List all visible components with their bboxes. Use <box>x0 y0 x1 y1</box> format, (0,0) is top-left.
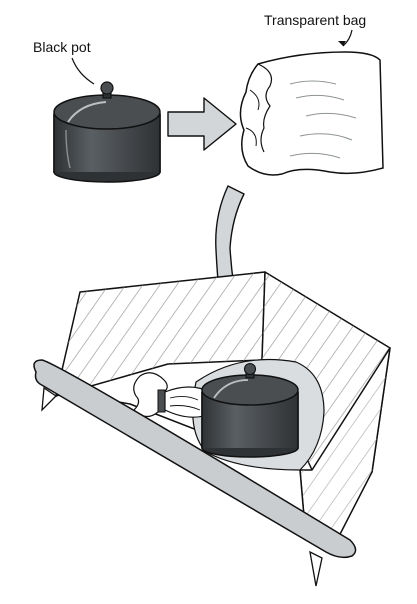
arrow-right-icon <box>167 97 237 151</box>
black-pot-leader-line <box>71 57 95 85</box>
cooker-right-leg <box>309 550 323 587</box>
pot-in-cooker-icon <box>201 362 299 458</box>
solar-cooker-icon <box>33 271 391 587</box>
cooker-left-leg <box>41 386 58 412</box>
cooker-front-rail <box>33 359 357 559</box>
bag-knot-icon <box>133 372 211 418</box>
transparent-bag-leader-line <box>342 29 353 47</box>
transparent-bag-label: Transparent bag <box>264 12 367 28</box>
transparent-bag-leader-arrowhead <box>338 41 346 46</box>
transparent-bag-icon <box>239 51 384 176</box>
black-pot-label: Black pot <box>33 39 91 55</box>
black-pot-icon <box>53 81 161 183</box>
